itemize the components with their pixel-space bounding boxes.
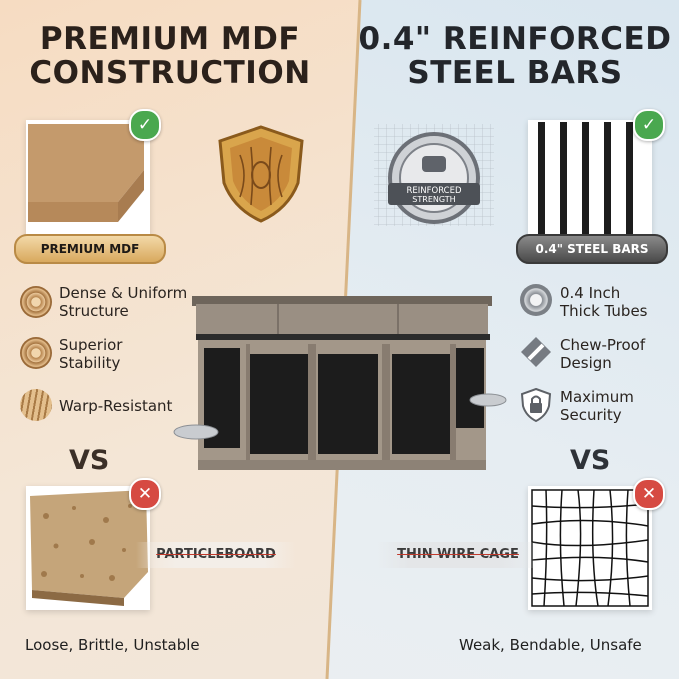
thin-wire-cage-card (528, 486, 652, 610)
particleboard-label-text: PARTICLEBOARD (156, 547, 276, 562)
feature-text-line: Structure (59, 302, 129, 320)
feature-text-line: Warp-Resistant (59, 397, 173, 415)
thin-wire-cage-image (528, 486, 652, 610)
particleboard-card (26, 486, 150, 610)
thin-wire-cage-label: THIN WIRE CAGE (378, 542, 538, 568)
cross-icon: ✕ (129, 478, 161, 510)
wood-ring-icon (20, 337, 52, 369)
lock-shield-icon (520, 388, 552, 422)
particleboard-label: PARTICLEBOARD (136, 542, 296, 568)
left-heading-line1: PREMIUM MDF (39, 21, 301, 57)
steel-bars-card (528, 120, 652, 238)
feature-text-line: Chew-Proof (560, 336, 646, 354)
left-vs-label: VS (69, 445, 110, 476)
feature-text-line: Thick Tubes (560, 302, 648, 320)
thin-wire-caption: Weak, Bendable, Unsafe (459, 636, 642, 654)
check-icon: ✓ (129, 109, 161, 141)
premium-mdf-label: PREMIUM MDF (14, 234, 166, 264)
feature-text-line: Stability (59, 354, 121, 372)
feature-thick-tubes: 0.4 Inch Thick Tubes (560, 284, 648, 320)
steel-bars-image (528, 120, 652, 238)
mdf-board-card (26, 120, 150, 238)
wood-ring-icon (20, 286, 52, 318)
emblem-text-line1: REINFORCED (406, 186, 462, 196)
feature-text-line: 0.4 Inch (560, 284, 621, 302)
reinforced-strength-emblem: REINFORCED STRENGTH (374, 124, 494, 226)
feature-superior-stability: Superior Stability (59, 336, 122, 372)
right-heading-line1: 0.4" REINFORCED (358, 21, 672, 57)
dog-crate-furniture-image (173, 296, 507, 470)
particleboard-image (26, 486, 150, 610)
cross-icon: ✕ (633, 478, 665, 510)
feature-warp-resistant: Warp-Resistant (59, 397, 172, 415)
left-heading: PREMIUM MDF CONSTRUCTION (10, 22, 330, 90)
feature-text-line: Security (560, 406, 622, 424)
thin-wire-cage-label-text: THIN WIRE CAGE (397, 547, 519, 562)
feature-text-line: Dense & Uniform (59, 284, 188, 302)
mdf-board-image (26, 120, 150, 238)
feature-text-line: Maximum (560, 388, 634, 406)
feature-text-line: Design (560, 354, 612, 372)
feature-dense-uniform: Dense & Uniform Structure (59, 284, 187, 320)
shield-icon (218, 125, 304, 223)
feature-maximum-security: Maximum Security (560, 388, 634, 424)
right-vs-label: VS (570, 445, 611, 476)
left-heading-line2: CONSTRUCTION (29, 55, 311, 91)
feature-text-line: Superior (59, 336, 123, 354)
right-heading-line2: STEEL BARS (407, 55, 623, 91)
emblem-text-line2: STRENGTH (412, 195, 455, 204)
steel-bars-label: 0.4" STEEL BARS (516, 234, 668, 264)
wood-grain-icon (20, 389, 52, 421)
check-icon: ✓ (633, 109, 665, 141)
chew-proof-icon (521, 337, 551, 367)
right-heading: 0.4" REINFORCED STEEL BARS (355, 22, 675, 90)
tube-icon (520, 284, 552, 316)
feature-chew-proof: Chew-Proof Design (560, 336, 645, 372)
particleboard-caption: Loose, Brittle, Unstable (25, 636, 200, 654)
